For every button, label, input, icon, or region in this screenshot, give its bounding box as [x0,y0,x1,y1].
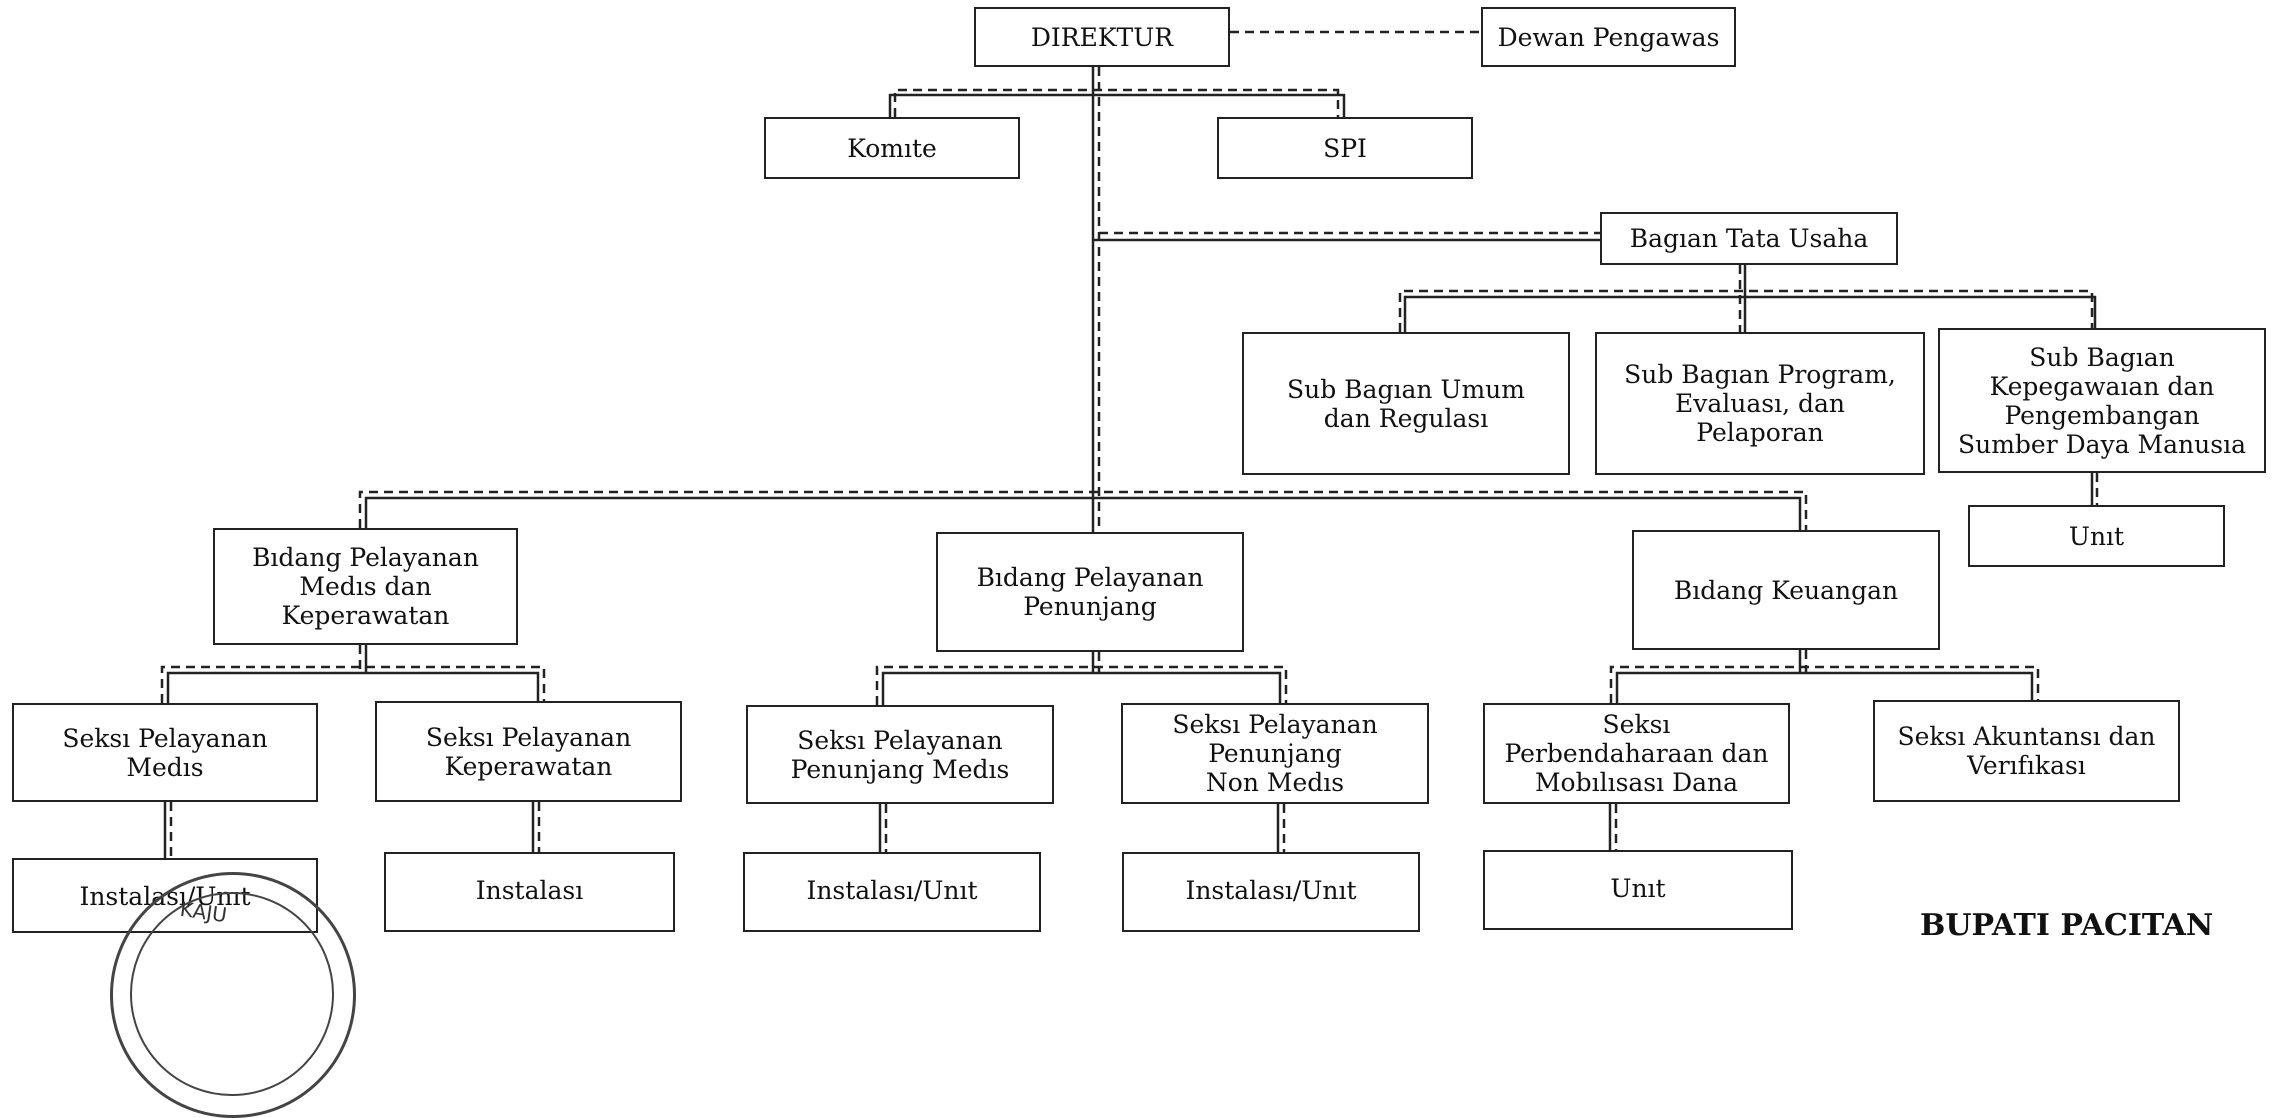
seksi-penunjang-non-medis-box: Seksı Pelayanan Penunjang Non Medıs [1121,703,1429,804]
seksi-penunjang-medis-box: Seksı Pelayanan Penunjang Medıs [746,705,1054,804]
bidang-penunjang-box: Bıdang Pelayanan Penunjang [936,532,1244,652]
instalasi-keperawatan-box: Instalası [384,852,675,932]
sub-bagian-program-box: Sub Bagıan Program, Evaluası, dan Pelapo… [1595,332,1925,475]
sub-bagian-kepegawaian-box: Sub Bagıan Kepegawaıan dan Pengembangan … [1938,328,2266,473]
sub-bagian-umum-box: Sub Bagıan Umum dan Regulası [1242,332,1570,475]
connector-lines [160,30,2099,858]
seksi-medis-box: Seksı Pelayanan Medıs [12,703,318,802]
bagian-tata-usaha-box: Bagıan Tata Usaha [1600,212,1898,265]
komite-box: Komıte [764,117,1020,179]
seksi-keperawatan-box: Seksı Pelayanan Keperawatan [375,701,682,802]
official-seal-inner-ring [130,892,334,1096]
spi-box: SPI [1217,117,1473,179]
unit-kepegawaian-box: Unıt [1968,505,2225,567]
bidang-keuangan-box: Bıdang Keuangan [1632,530,1940,650]
seksi-akuntansi-box: Seksı Akuntansı dan Verıfıkası [1873,700,2180,802]
signature-heading: BUPATI PACITAN [1920,908,2214,943]
direktur-box: DIREKTUR [974,7,1230,67]
bidang-medis-box: Bıdang Pelayanan Medıs dan Keperawatan [213,528,518,645]
dewan-pengawas-box: Dewan Pengawas [1481,7,1736,67]
instalasi-unit-penunjang-medis-box: Instalası/Unıt [743,852,1041,932]
unit-perbendaharaan-box: Unıt [1483,850,1793,930]
seksi-perbendaharaan-box: Seksı Perbendaharaan dan Mobılısası Dana [1483,703,1790,804]
instalasi-unit-penunjang-non-medis-box: Instalası/Unıt [1122,852,1420,932]
